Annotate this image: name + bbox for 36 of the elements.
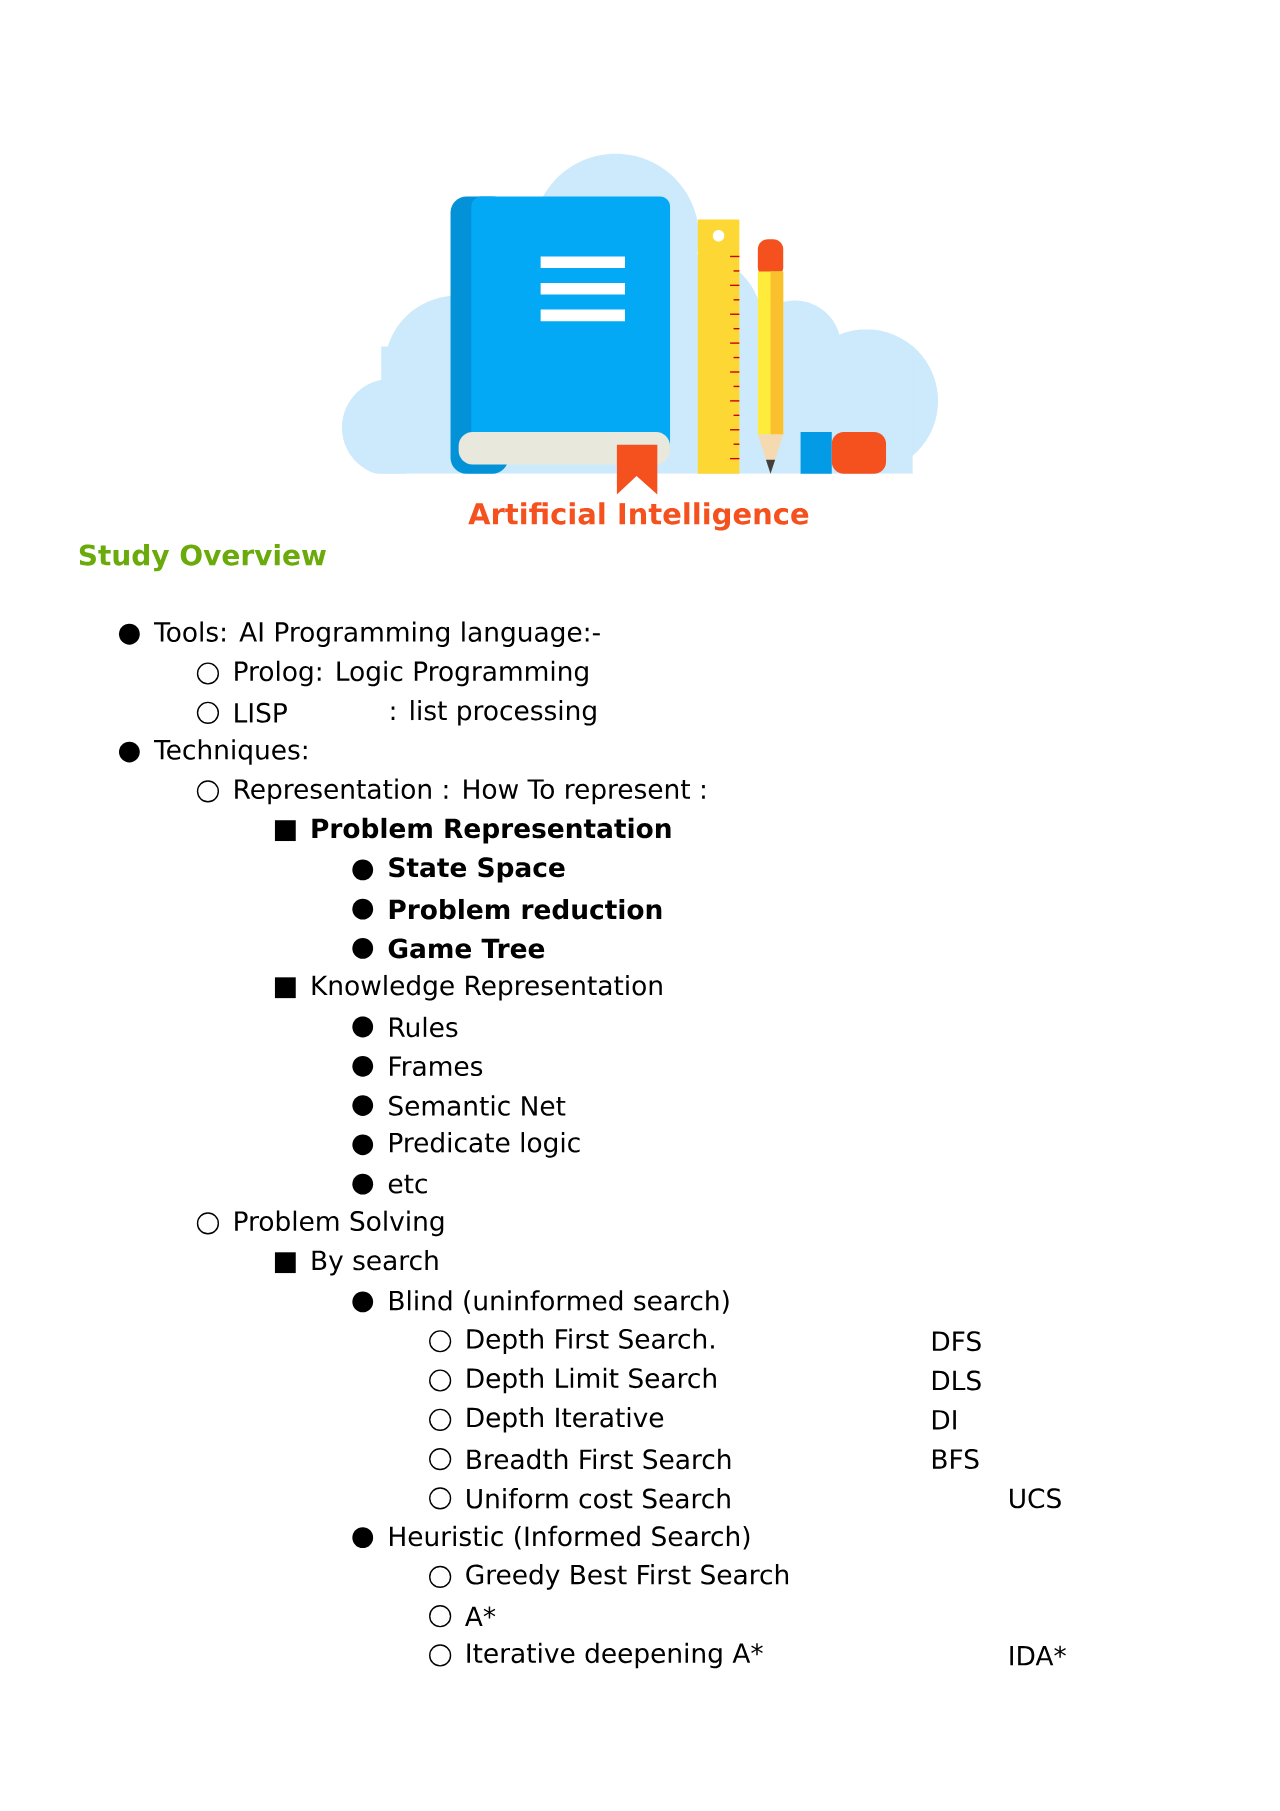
list-item: Predicate logic [390, 1132, 580, 1158]
list-item: By search [312, 1249, 438, 1276]
abbreviation: UCS [1010, 1488, 1061, 1509]
list-item: Frames [390, 1056, 483, 1077]
list-item: Game Tree [388, 938, 545, 959]
list-item: Prolog: Logic Programming [235, 660, 588, 687]
list-item: LISP [235, 702, 287, 723]
list-item: Depth First Search. [467, 1328, 714, 1354]
abbreviation: DFS [932, 1331, 981, 1352]
list-item: : list processing [391, 700, 596, 726]
list-item: Techniques: [154, 739, 307, 765]
list-item: Breadth First Search [467, 1448, 731, 1470]
list-item: Greedy Best First Search [466, 1564, 789, 1590]
list-item: etc [388, 1174, 427, 1194]
list-item: Semantic Net [389, 1095, 566, 1116]
list-item: Representation : How To represent : [235, 778, 705, 805]
list-item: State Space [389, 857, 565, 883]
list-item: Knowledge Representation [312, 974, 662, 1001]
list-item: Depth Limit Search [467, 1367, 716, 1394]
abbreviation: IDA* [1010, 1645, 1066, 1666]
list-item: A* [465, 1606, 496, 1626]
list-item: Problem Solving [235, 1210, 444, 1237]
list-item: Iterative deepening A* [467, 1642, 763, 1669]
list-item: Depth Iterative [467, 1407, 664, 1433]
list-item: Problem reduction [389, 898, 662, 920]
title: Artificial Intelligence [468, 502, 809, 531]
section-heading: Study Overview [79, 544, 326, 572]
abbreviation: BFS [932, 1449, 979, 1470]
list-item: Problem Representation [312, 817, 671, 844]
list-item: Rules [390, 1016, 458, 1038]
abbreviation: DI [932, 1410, 956, 1430]
list-item: Blind (uninformed search) [390, 1290, 729, 1314]
abbreviation: DLS [932, 1370, 981, 1391]
list-item: Uniform cost Search [467, 1488, 730, 1509]
list-item: Tools: AI Programming language:- [154, 621, 600, 647]
list-item: Heuristic (Informed Search) [390, 1525, 750, 1550]
